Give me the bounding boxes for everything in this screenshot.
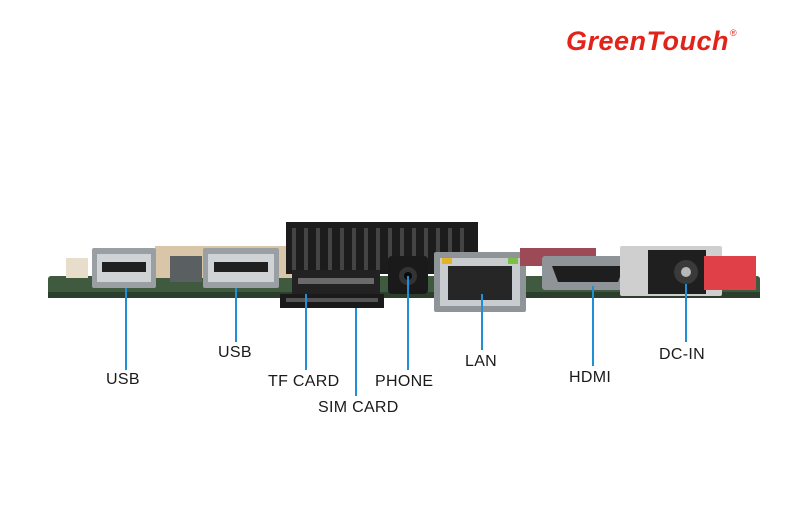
dc-in-jack <box>620 246 722 296</box>
trademark-symbol: ® <box>730 28 738 38</box>
label-dc-in: DC-IN <box>659 346 705 363</box>
card-slots <box>280 270 384 308</box>
brand-logo: GreenTouch® <box>566 26 738 57</box>
callout-lines <box>125 276 687 396</box>
red-switch <box>704 256 756 290</box>
hdmi-port <box>520 248 634 290</box>
lan-port <box>434 252 526 312</box>
brand-name: GreenTouch <box>566 26 730 56</box>
usb-port-1 <box>92 248 156 288</box>
label-phone: PHONE <box>375 373 434 390</box>
label-hdmi: HDMI <box>569 369 612 386</box>
left-connector <box>66 258 88 278</box>
label-sim-card: SIM CARD <box>318 399 399 416</box>
label-usb-1: USB <box>106 371 140 388</box>
inductor <box>170 256 202 282</box>
label-tf-card: TF CARD <box>268 373 340 390</box>
label-lan: LAN <box>465 353 498 370</box>
label-usb-2: USB <box>218 344 252 361</box>
usb-port-2 <box>203 248 279 288</box>
pcb-edge <box>48 292 760 298</box>
